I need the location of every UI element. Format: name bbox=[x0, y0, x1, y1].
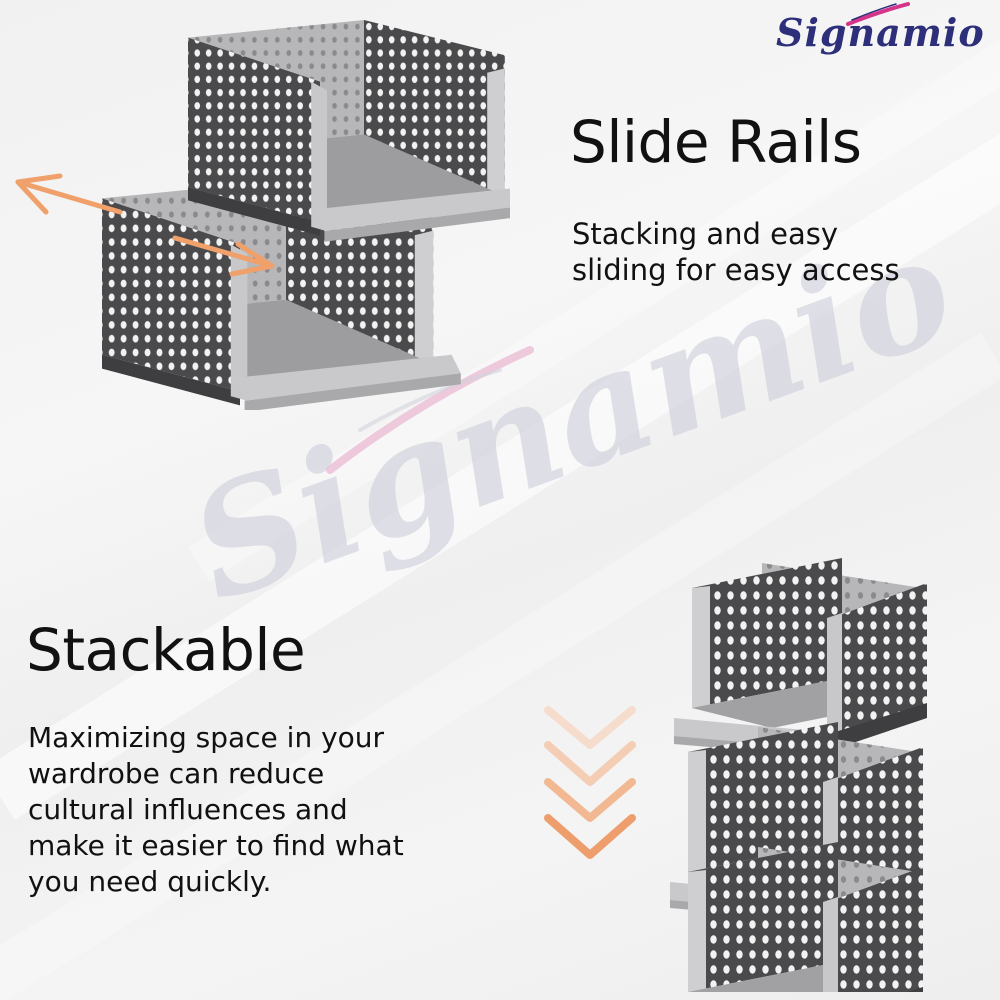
chevron-down-icon bbox=[544, 778, 636, 822]
stackable-illustration bbox=[668, 552, 948, 1000]
chevron-down-icon bbox=[544, 741, 636, 786]
description-line: you need quickly. bbox=[28, 865, 272, 898]
down-chevrons-icon-group bbox=[544, 706, 636, 859]
description-line: wardrobe can reduce bbox=[28, 757, 325, 790]
brand-logo: Signamio bbox=[768, 2, 1000, 66]
description-line: Maximizing space in your bbox=[28, 721, 385, 754]
description-line: Stacking and easy bbox=[572, 217, 839, 251]
double-headed-arrow-icon bbox=[15, 173, 275, 277]
description-line: cultural influences and bbox=[28, 793, 348, 826]
description-line: sliding for easy access bbox=[572, 253, 900, 287]
description-line: make it easier to find what bbox=[28, 829, 404, 862]
section-description-stackable: Maximizing space in your wardrobe can re… bbox=[28, 720, 488, 900]
chevron-down-icon bbox=[544, 706, 636, 749]
section-title-slide-rails: Slide Rails bbox=[570, 108, 862, 176]
section-description-slide-rails: Stacking and easy sliding for easy acces… bbox=[572, 216, 992, 288]
logo-text: Signamio bbox=[776, 10, 985, 55]
chevron-down-icon bbox=[544, 814, 636, 859]
section-title-stackable: Stackable bbox=[26, 616, 306, 684]
